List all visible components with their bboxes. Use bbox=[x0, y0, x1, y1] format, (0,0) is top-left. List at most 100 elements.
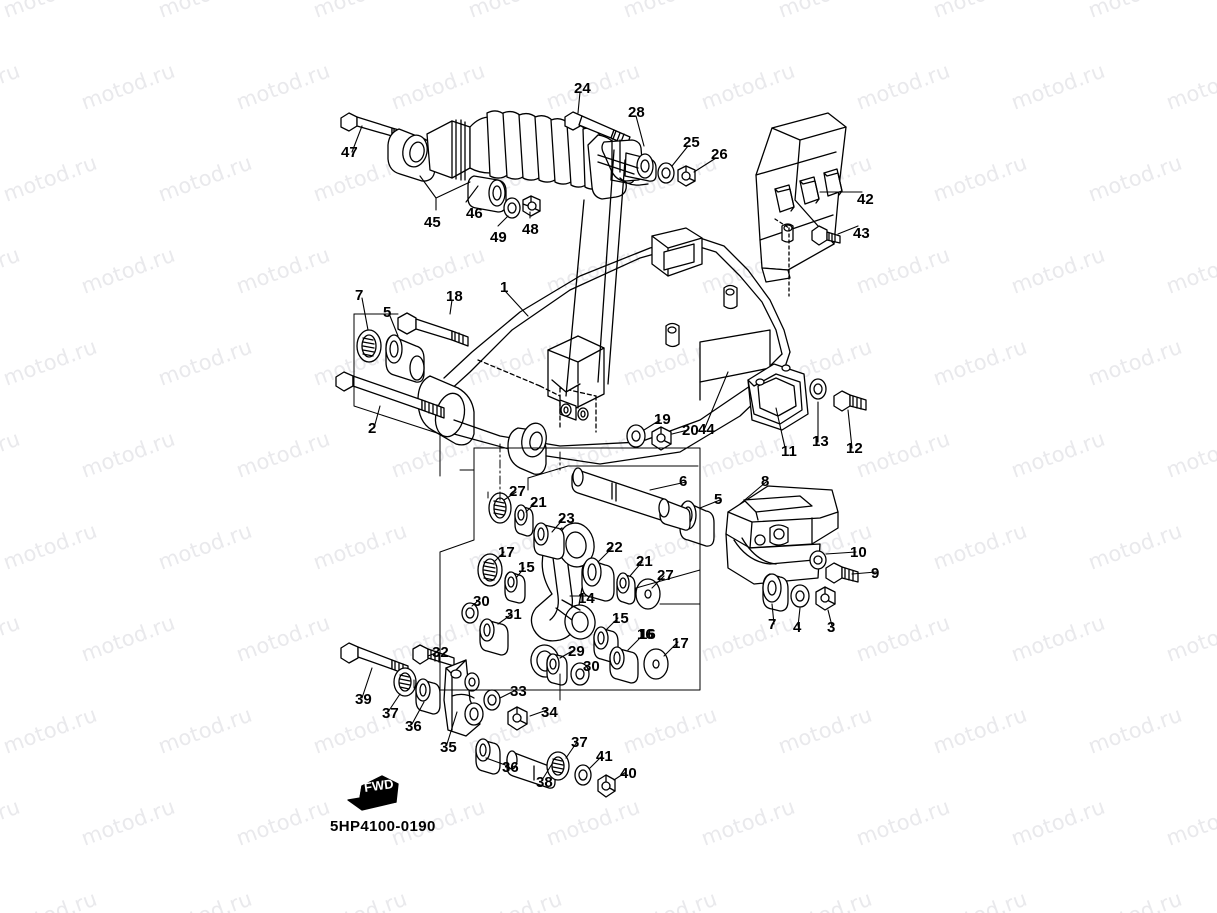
callout-bolt: 24 bbox=[574, 80, 591, 97]
part-7-bearing-left bbox=[356, 329, 382, 363]
part-29-spacer bbox=[546, 653, 568, 686]
part-7b-bushing bbox=[762, 573, 789, 612]
callout-pivot-shaft: 2 bbox=[368, 420, 377, 437]
callout-rear-arm-swingarm: 1 bbox=[500, 279, 509, 296]
part-16-collar bbox=[609, 646, 639, 684]
callout-bearing: 17 bbox=[672, 635, 689, 652]
callout-collar: 22 bbox=[606, 539, 623, 556]
callout-connecting-rod-yoke: 28 bbox=[628, 104, 645, 121]
callout-decal-label: 44 bbox=[698, 421, 715, 438]
part-36a-collar bbox=[415, 678, 441, 715]
callout-nut: 26 bbox=[711, 146, 728, 163]
callout-shaft-collar: 6 bbox=[679, 473, 688, 490]
part-30a-washer bbox=[461, 602, 479, 624]
callout-washer: 10 bbox=[850, 544, 867, 561]
diagram-code: 5HP4100-0190 bbox=[330, 818, 436, 835]
callout-collar: 31 bbox=[505, 606, 522, 623]
part-25-washer bbox=[657, 162, 675, 184]
callout-bolt: 32 bbox=[432, 644, 449, 661]
part-11-bracket bbox=[747, 363, 809, 431]
callout-nut: 20 bbox=[682, 422, 699, 439]
callout-collar: 16 bbox=[637, 626, 654, 643]
part-43-bolt bbox=[811, 225, 841, 246]
callout-bushing: 7 bbox=[768, 616, 777, 633]
part-5-collar-left bbox=[385, 334, 425, 383]
callout-collar: 15 bbox=[612, 610, 629, 627]
callout-bolt: 18 bbox=[446, 288, 463, 305]
part-49-washer bbox=[503, 197, 521, 219]
part-28-connecting-rod-yoke bbox=[597, 139, 657, 186]
callout-spacer: 21 bbox=[636, 553, 653, 570]
callout-bolt: 39 bbox=[355, 691, 372, 708]
part-26-nut bbox=[677, 165, 696, 187]
callout-collar: 16 bbox=[639, 626, 656, 643]
callout-oil-seal-bearing: 7 bbox=[355, 287, 364, 304]
callout-bearing: 27 bbox=[509, 483, 526, 500]
part-8-chain-slider bbox=[725, 485, 839, 585]
callout-washer: 49 bbox=[490, 229, 507, 246]
part-10-washer bbox=[809, 550, 827, 570]
part-6-shaft bbox=[571, 467, 691, 531]
callout-bushing: 46 bbox=[466, 205, 483, 222]
callout-collar: 36 bbox=[405, 718, 422, 735]
part-42-chain-guard bbox=[755, 112, 847, 297]
callout-collar: 15 bbox=[518, 559, 535, 576]
part-23-collar bbox=[533, 522, 565, 560]
callout-bolt: 9 bbox=[871, 565, 880, 582]
callout-bolt: 47 bbox=[341, 144, 358, 161]
callout-connecting-rod: 35 bbox=[440, 739, 457, 756]
callout-nut: 40 bbox=[620, 765, 637, 782]
part-13-washer bbox=[809, 378, 827, 400]
callout-nut: 34 bbox=[541, 704, 558, 721]
part-17b-bearing bbox=[643, 648, 669, 680]
assembly-group-boxes bbox=[353, 313, 701, 701]
callout-nut: 3 bbox=[827, 619, 836, 636]
part-19-washer bbox=[626, 424, 646, 448]
part-24-bolt bbox=[564, 111, 631, 146]
callout-relay-arm: 14 bbox=[578, 590, 595, 607]
callout-spacer: 29 bbox=[568, 643, 585, 660]
part-35-connecting-rod bbox=[443, 659, 484, 737]
part-33-washer bbox=[483, 689, 501, 711]
part-12-bolt bbox=[833, 390, 867, 412]
part-40-nut bbox=[597, 774, 616, 798]
callout-nut: 48 bbox=[522, 221, 539, 238]
callout-chain-guard: 42 bbox=[857, 191, 874, 208]
part-37b-bearing bbox=[546, 751, 570, 781]
callout-washer: 30 bbox=[473, 593, 490, 610]
part-3-nut bbox=[815, 586, 836, 611]
callout-washer: 30 bbox=[583, 658, 600, 675]
callout-bolt: 12 bbox=[846, 440, 863, 457]
part-37a-bearing bbox=[393, 667, 417, 697]
part-14-relay-arm bbox=[530, 522, 596, 678]
callout-washer: 19 bbox=[654, 411, 671, 428]
callout-bearing: 37 bbox=[382, 705, 399, 722]
callout-bracket: 11 bbox=[781, 443, 797, 460]
callout-leaders bbox=[351, 91, 877, 781]
fwd-arrow-marker bbox=[347, 775, 399, 811]
callout-collar: 23 bbox=[558, 510, 575, 527]
part-9-bolt bbox=[825, 562, 859, 584]
callout-washer: 13 bbox=[812, 433, 829, 450]
callout-shaft: 38 bbox=[536, 774, 553, 791]
part-1-rear-arm bbox=[417, 227, 791, 475]
callout-bearing: 17 bbox=[498, 544, 515, 561]
part-21a-spacer bbox=[514, 504, 534, 537]
callout-collar: 36 bbox=[502, 759, 519, 776]
part-2-pivot-shaft bbox=[335, 371, 445, 419]
part-22-collar bbox=[581, 557, 615, 602]
part-17a-bearing bbox=[477, 553, 503, 587]
callout-chain-tensioner-slider: 8 bbox=[761, 473, 770, 490]
part-36b-collar bbox=[475, 738, 501, 775]
callout-bearing: 27 bbox=[657, 567, 674, 584]
part-15a-collar bbox=[504, 571, 526, 604]
callout-shock-absorber-assembly: 45 bbox=[424, 214, 441, 231]
part-30b-washer bbox=[570, 662, 590, 686]
part-20-nut bbox=[651, 426, 672, 451]
callout-washer: 33 bbox=[510, 683, 527, 700]
part-46-bushing bbox=[467, 175, 507, 213]
callout-washer: 41 bbox=[596, 748, 613, 765]
callout-washer: 4 bbox=[793, 619, 802, 636]
